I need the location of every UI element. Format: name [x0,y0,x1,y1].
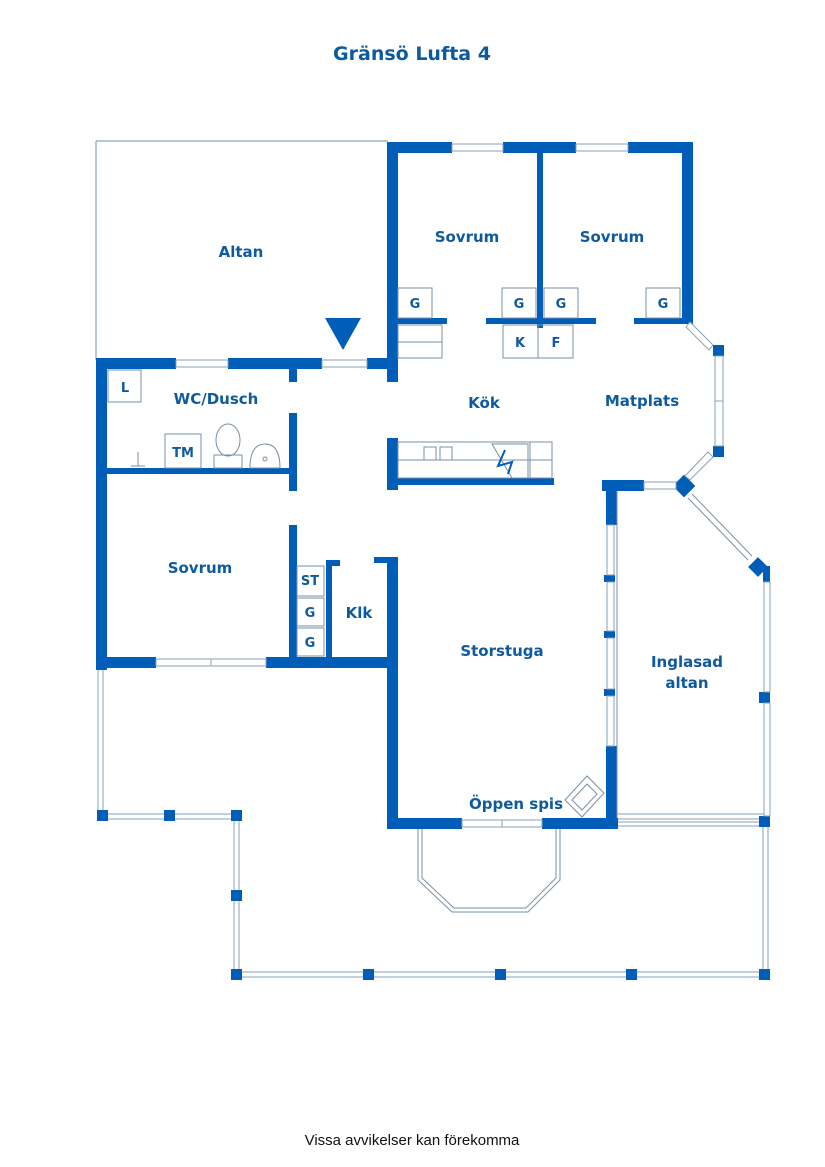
closet-g3: G [543,287,579,319]
toilet-icon [213,423,243,469]
plan-title: Gränsö Lufta 4 [333,43,491,65]
washing-machine-tm: TM [164,433,202,469]
fridge-k: K [502,324,539,359]
svg-text:G: G [410,297,421,312]
sink-icon [249,443,281,469]
closet-g2: G [501,287,537,319]
svg-text:K: K [515,336,526,351]
room-inglasad-altan-line1: Inglasad [651,653,723,671]
interior-lines [397,324,618,818]
room-storstuga: Storstuga [460,642,543,660]
linen-closet-l: L [107,369,142,403]
room-wc-dusch: WC/Dusch [174,390,259,408]
room-klk: Klk [346,604,374,622]
entrance-arrow-icon [325,318,361,350]
walls [96,142,770,829]
label-oppen-spis: Öppen spis [469,794,563,813]
svg-text:L: L [121,381,129,396]
room-sovrum-1: Sovrum [435,228,500,246]
freezer-f: F [537,324,574,359]
svg-text:G: G [305,606,316,621]
svg-text:F: F [552,336,561,351]
room-sovrum-3: Sovrum [168,559,233,577]
altan-outline [95,140,388,360]
room-inglasad-altan-line2: altan [665,674,708,692]
footer-note: Vissa avvikelser kan förekomma [305,1132,520,1149]
shower-icon [131,452,145,467]
svg-text:G: G [556,297,567,312]
fireplace-icon [564,775,605,818]
svg-text:G: G [658,297,669,312]
porch-posts [97,692,770,980]
svg-text:G: G [514,297,525,312]
closet-g4: G [645,287,681,319]
closet-g1: G [397,287,433,319]
closet-g6: G [296,627,325,657]
room-kok: Kök [468,394,501,412]
stove-icon [491,443,529,479]
closet-g5: G [296,597,325,627]
windows [155,143,771,828]
svg-text:TM: TM [172,446,194,461]
room-sovrum-2: Sovrum [580,228,645,246]
storage-st: ST [296,565,325,597]
kitchen-counter [397,441,553,479]
room-altan: Altan [219,243,264,261]
svg-text:ST: ST [301,574,319,589]
room-matplats: Matplats [605,392,679,410]
svg-text:G: G [305,636,316,651]
